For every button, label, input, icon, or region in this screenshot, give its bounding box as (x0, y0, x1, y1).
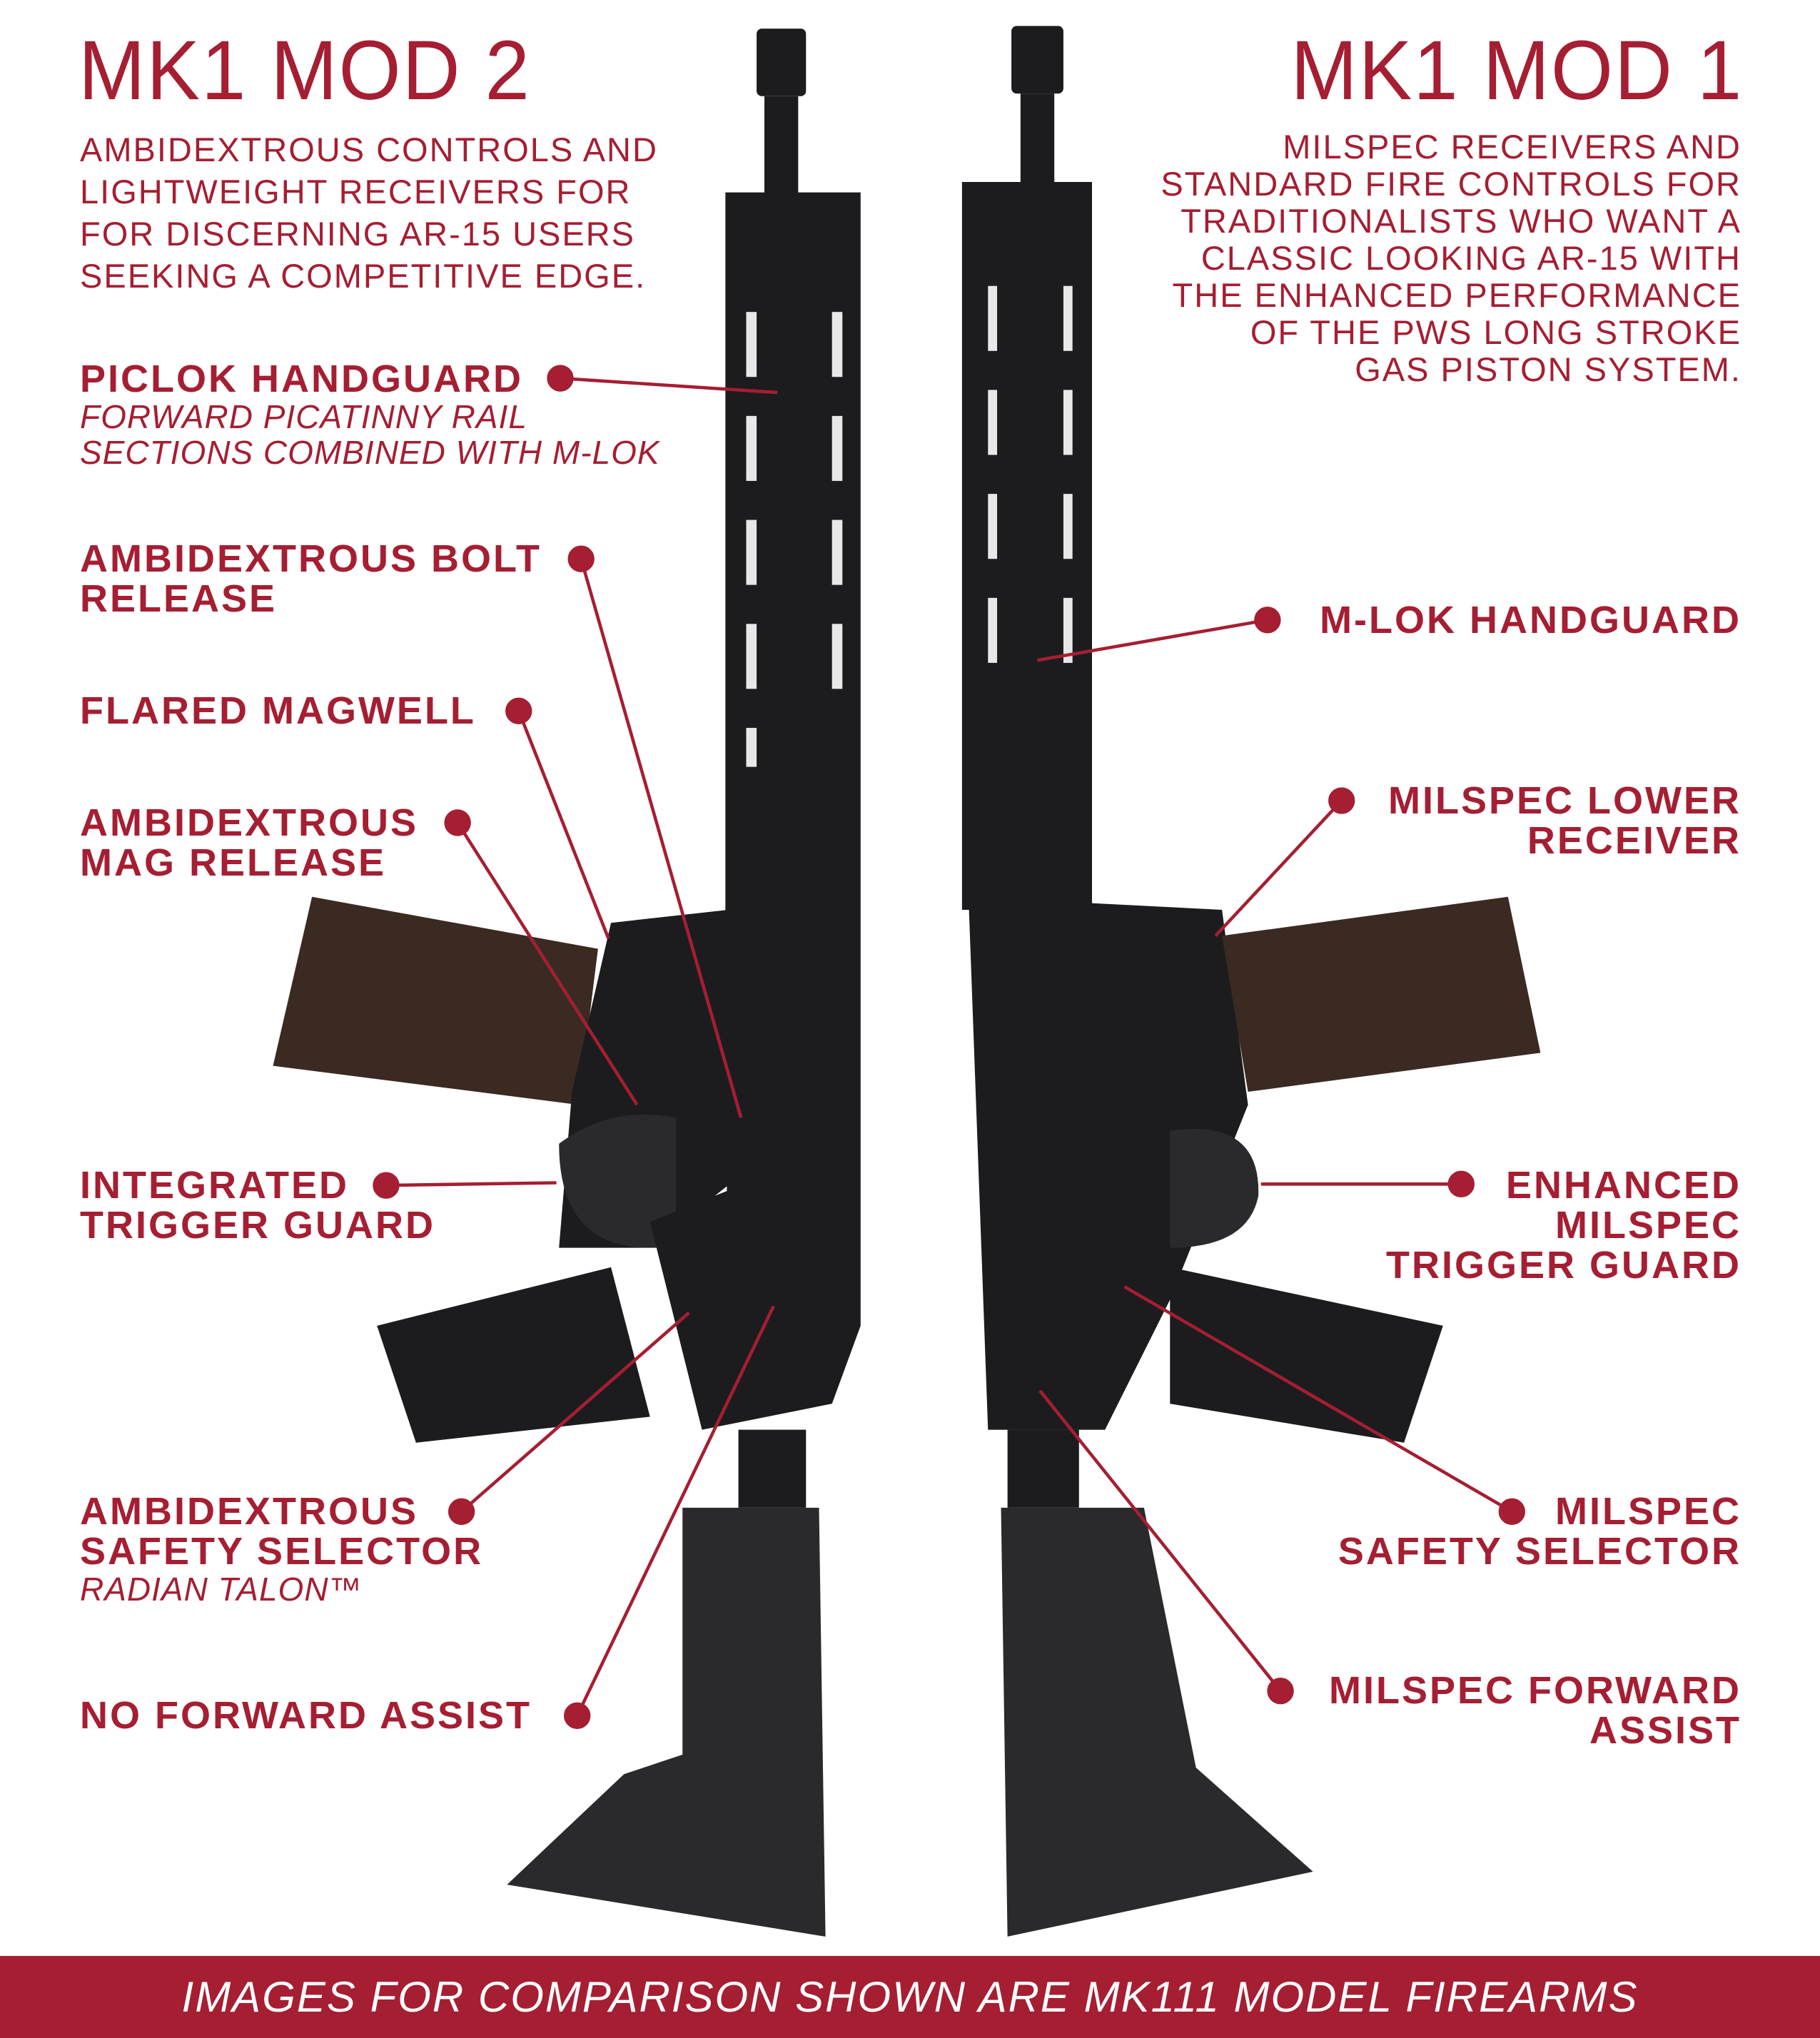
callout-label: SAFETY SELECTOR (80, 1530, 484, 1573)
desc-line: TRADITIONALISTS WHO WANT A (1181, 202, 1741, 240)
callout-leaders (373, 365, 1525, 1729)
rifle-mk1-mod1 (961, 26, 1541, 1937)
desc-line: AMBIDEXTROUS CONTROLS AND (80, 131, 658, 168)
callout-milspec-safety-selector: MILSPEC SAFETY SELECTOR (1338, 1491, 1741, 1571)
callout-enhanced-trigger-guard: ENHANCED MILSPEC TRIGGER GUARD (1386, 1165, 1741, 1285)
callout-sub: RADIAN TALON™ (80, 1571, 363, 1608)
callout-label: RELEASE (80, 577, 278, 620)
callout-mlok-handguard: M-LOK HANDGUARD (1320, 600, 1741, 640)
callout-ambi-bolt-release: AMBIDEXTROUS BOLT RELEASE (80, 539, 542, 619)
callout-piclok-handguard: PICLOK HANDGUARD FORWARD PICATINNY RAIL … (80, 359, 660, 470)
callout-ambi-mag-release: AMBIDEXTROUS MAG RELEASE (80, 803, 418, 883)
desc-line: LIGHTWEIGHT RECEIVERS FOR (80, 173, 632, 211)
footer-banner: IMAGES FOR COMPARISON SHOWN ARE MK111 MO… (0, 1956, 1820, 2038)
callout-label: AMBIDEXTROUS (80, 801, 419, 844)
desc-line: STANDARD FIRE CONTROLS FOR (1161, 165, 1741, 203)
callout-label: TRIGGER GUARD (1386, 1244, 1741, 1287)
right-title: MK1 MOD 1 (1290, 24, 1743, 118)
callout-label: ASSIST (1589, 1709, 1741, 1752)
desc-line: THE ENHANCED PERFORMANCE (1172, 276, 1741, 314)
callout-label: MAG RELEASE (80, 841, 387, 884)
callout-flared-magwell: FLARED MAGWELL (80, 691, 476, 731)
callout-label: MILSPEC (1554, 1204, 1741, 1247)
callout-label: MILSPEC FORWARD (1328, 1669, 1741, 1712)
left-title: MK1 MOD 2 (79, 24, 531, 118)
callout-label: MILSPEC (1554, 1490, 1741, 1533)
callout-label: AMBIDEXTROUS BOLT (80, 537, 542, 580)
callout-ambi-safety-selector: AMBIDEXTROUS SAFETY SELECTOR RADIAN TALO… (80, 1491, 483, 1607)
desc-line: MILSPEC RECEIVERS AND (1283, 128, 1741, 166)
callout-milspec-lower-receiver: MILSPEC LOWER RECEIVER (1388, 781, 1741, 861)
callout-label: SAFETY SELECTOR (1338, 1530, 1741, 1573)
desc-line: SEEKING A COMPETITIVE EDGE. (80, 257, 647, 295)
callout-milspec-forward-assist: MILSPEC FORWARD ASSIST (1329, 1671, 1741, 1750)
callout-integrated-trigger-guard: INTEGRATED TRIGGER GUARD (80, 1165, 435, 1245)
callout-sub: SECTIONS COMBINED WITH M-LOK (80, 434, 660, 471)
callout-label: NO FORWARD ASSIST (80, 1694, 532, 1737)
callout-label: INTEGRATED (80, 1164, 349, 1207)
callout-no-forward-assist: NO FORWARD ASSIST (80, 1695, 532, 1735)
desc-line: CLASSIC LOOKING AR-15 WITH (1200, 239, 1741, 277)
callout-label: FLARED MAGWELL (80, 689, 476, 732)
callout-sub: FORWARD PICATINNY RAIL (80, 398, 527, 435)
desc-line: GAS PISTON SYSTEM. (1355, 350, 1741, 388)
callout-label: M-LOK HANDGUARD (1320, 599, 1741, 642)
left-description: AMBIDEXTROUS CONTROLS AND LIGHTWEIGHT RE… (80, 128, 658, 297)
callout-label: RECEIVER (1527, 819, 1741, 862)
footer-text: IMAGES FOR COMPARISON SHOWN ARE MK111 MO… (181, 1973, 1639, 2021)
callout-label: ENHANCED (1505, 1164, 1741, 1207)
callout-label: PICLOK HANDGUARD (80, 358, 523, 400)
right-description: MILSPEC RECEIVERS AND STANDARD FIRE CONT… (1161, 128, 1741, 388)
desc-line: FOR DISCERNING AR-15 USERS (80, 215, 636, 253)
desc-line: OF THE PWS LONG STROKE (1250, 313, 1741, 351)
callout-label: MILSPEC LOWER (1388, 779, 1741, 822)
callout-label: AMBIDEXTROUS (80, 1490, 419, 1533)
rifle-mk1-mod2 (273, 29, 861, 1937)
callout-label: TRIGGER GUARD (80, 1204, 435, 1247)
